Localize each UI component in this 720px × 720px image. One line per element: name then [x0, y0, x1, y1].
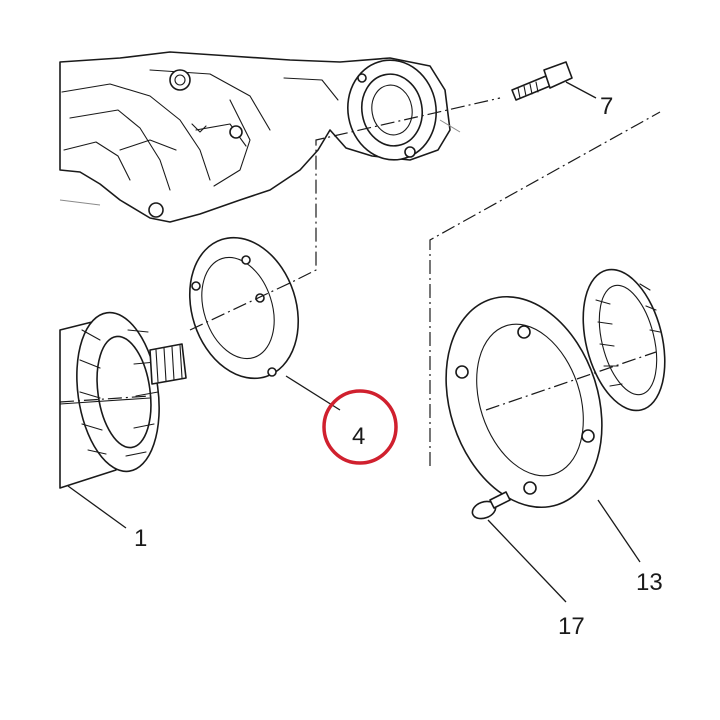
gasket	[188, 236, 300, 380]
splined-shaft	[59, 311, 187, 489]
label-part-17: 17	[558, 613, 585, 640]
label-part-7: 7	[600, 93, 613, 120]
cover-plate	[445, 295, 603, 509]
bolt	[511, 61, 573, 101]
screw	[471, 491, 511, 520]
sprag-clutch	[582, 268, 666, 412]
highlight-circle	[322, 389, 398, 465]
housing-casting	[59, 51, 461, 223]
label-part-4[interactable]: 4	[352, 423, 365, 450]
label-part-1: 1	[134, 525, 147, 552]
label-part-13: 13	[636, 569, 663, 596]
assembly-axes	[59, 97, 661, 466]
